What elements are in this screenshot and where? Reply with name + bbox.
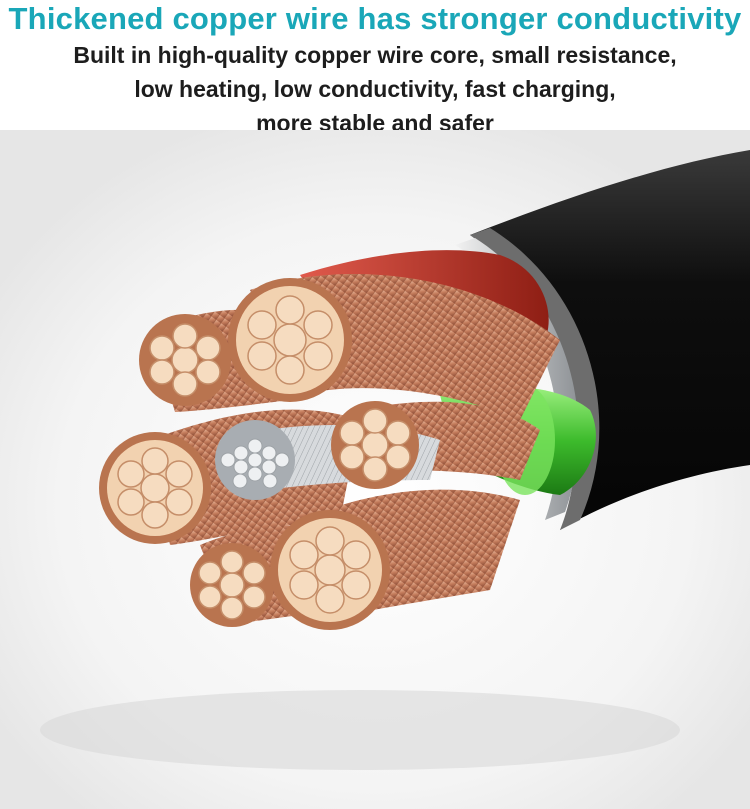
page-title: Thickened copper wire has stronger condu…	[8, 1, 742, 36]
copper-face-left	[99, 432, 211, 544]
subtitle: Built in high-quality copper wire core, …	[0, 38, 750, 140]
outer-jacket	[470, 150, 750, 530]
copper-face-bottom	[270, 510, 390, 630]
floor-shadow	[40, 690, 680, 770]
header: Thickened copper wire has stronger condu…	[0, 0, 750, 140]
subtitle-line-2: low heating, low conductivity, fast char…	[134, 76, 616, 102]
cable-illustration	[0, 130, 750, 809]
copper-face-right	[331, 401, 419, 489]
copper-face-upper-left	[139, 314, 231, 406]
subtitle-line-1: Built in high-quality copper wire core, …	[73, 42, 677, 68]
tinned-wire-face	[215, 420, 295, 500]
copper-face-top	[228, 278, 352, 402]
copper-face-lower-left	[190, 543, 274, 627]
